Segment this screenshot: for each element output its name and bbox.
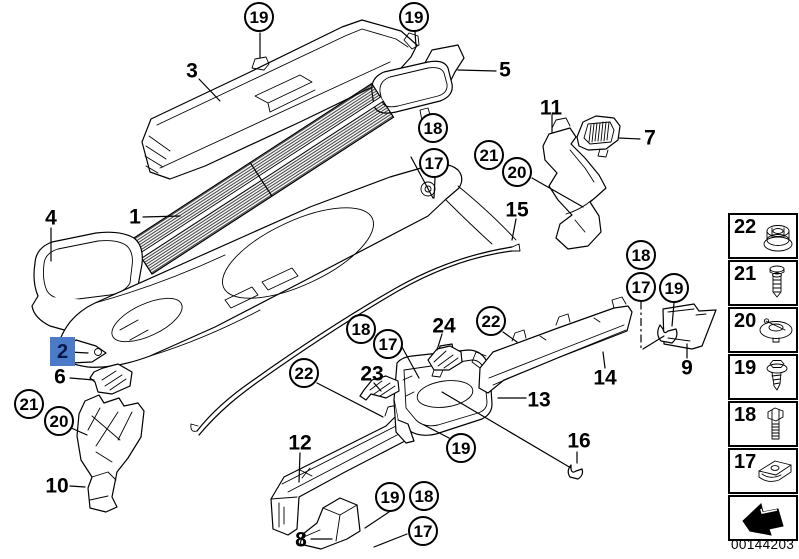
part-label-7[interactable]: 7 xyxy=(644,126,656,150)
fastener-callout-21[interactable]: 21 xyxy=(474,140,504,170)
grommet-washer-icon xyxy=(752,310,796,355)
fastener-callout-18[interactable]: 18 xyxy=(409,481,439,511)
legend-item-22[interactable]: 22 xyxy=(728,213,798,259)
part-24-drawing[interactable] xyxy=(427,345,463,378)
part-label-24[interactable]: 24 xyxy=(432,314,456,338)
fastener-callout-19[interactable]: 19 xyxy=(375,482,405,512)
part-label-14[interactable]: 14 xyxy=(593,366,617,390)
clip-nut-icon xyxy=(752,451,796,496)
part-2-drawing[interactable] xyxy=(56,163,517,368)
legend-number: 17 xyxy=(734,451,757,473)
fastener-callout-18[interactable]: 18 xyxy=(418,113,448,143)
part-label-11[interactable]: 11 xyxy=(539,96,563,120)
part-label-5[interactable]: 5 xyxy=(499,58,511,82)
fastener-callout-19[interactable]: 19 xyxy=(244,2,274,32)
part-8-drawing[interactable] xyxy=(299,497,361,550)
part-label-9[interactable]: 9 xyxy=(681,356,693,380)
legend-number: 21 xyxy=(734,263,757,285)
part-3-drawing[interactable] xyxy=(141,19,420,180)
legend-item-21[interactable]: 21 xyxy=(728,260,798,306)
part-10-drawing[interactable] xyxy=(76,394,145,513)
fastener-callout-19[interactable]: 19 xyxy=(399,2,429,32)
legend-number: 20 xyxy=(734,310,757,332)
fastener-callout-18[interactable]: 18 xyxy=(346,314,376,344)
part-23-drawing[interactable] xyxy=(359,375,400,401)
back-arrow-icon xyxy=(738,500,788,543)
fastener-callout-17[interactable]: 17 xyxy=(419,148,449,178)
fastener-callout-17[interactable]: 17 xyxy=(626,272,656,302)
part-15-drawing[interactable] xyxy=(190,243,521,436)
legend-item-18[interactable]: 18 xyxy=(728,401,798,447)
fastener-callout-22[interactable]: 22 xyxy=(476,306,506,336)
drawing-number: 00144203 xyxy=(731,537,795,552)
part-9-drawing[interactable] xyxy=(657,303,717,350)
fastener-callout-19[interactable]: 19 xyxy=(659,273,689,303)
part-11-drawing[interactable] xyxy=(542,117,607,250)
part-label-16[interactable]: 16 xyxy=(567,429,591,453)
legend-back-button[interactable] xyxy=(728,495,798,541)
part-label-10[interactable]: 10 xyxy=(45,474,69,498)
fastener-callout-17[interactable]: 17 xyxy=(373,329,403,359)
part-6-drawing[interactable] xyxy=(89,363,133,395)
part-label-3[interactable]: 3 xyxy=(186,59,198,83)
legend-number: 19 xyxy=(734,357,757,379)
hex-bolt-icon xyxy=(752,404,796,449)
fastener-callout-17[interactable]: 17 xyxy=(408,516,438,546)
fastener-callout-20[interactable]: 20 xyxy=(44,406,74,436)
fastener-callout-20[interactable]: 20 xyxy=(502,157,532,187)
part-label-15[interactable]: 15 xyxy=(505,198,529,222)
part-label-13[interactable]: 13 xyxy=(527,388,551,412)
fastener-callout-18[interactable]: 18 xyxy=(626,240,656,270)
legend-item-19[interactable]: 19 xyxy=(728,354,798,400)
part-label-23[interactable]: 23 xyxy=(360,362,384,386)
fastener-callout-19[interactable]: 19 xyxy=(446,433,476,463)
part-label-4[interactable]: 4 xyxy=(45,206,57,230)
part-5-drawing[interactable] xyxy=(371,44,465,122)
part-16-drawing[interactable] xyxy=(567,464,584,480)
part-14-drawing[interactable] xyxy=(471,296,633,394)
part-label-2-selected[interactable]: 2 xyxy=(50,337,75,366)
fastener-legend: 22 21 xyxy=(728,213,798,542)
legend-item-20[interactable]: 20 xyxy=(728,307,798,353)
legend-number: 22 xyxy=(734,216,757,238)
part-label-6[interactable]: 6 xyxy=(54,365,66,389)
fastener-callout-22[interactable]: 22 xyxy=(289,358,319,388)
part-label-12[interactable]: 12 xyxy=(288,431,312,455)
legend-item-17[interactable]: 17 xyxy=(728,448,798,494)
legend-number: 18 xyxy=(734,404,757,426)
fastener-callout-21[interactable]: 21 xyxy=(14,389,44,419)
flange-nut-icon xyxy=(752,216,796,261)
part-7-drawing[interactable] xyxy=(576,115,621,158)
tapping-screw-icon xyxy=(752,357,796,402)
expanding-rivet-icon xyxy=(752,263,796,308)
part-label-1[interactable]: 1 xyxy=(129,205,141,229)
part-label-8[interactable]: 8 xyxy=(295,528,307,552)
